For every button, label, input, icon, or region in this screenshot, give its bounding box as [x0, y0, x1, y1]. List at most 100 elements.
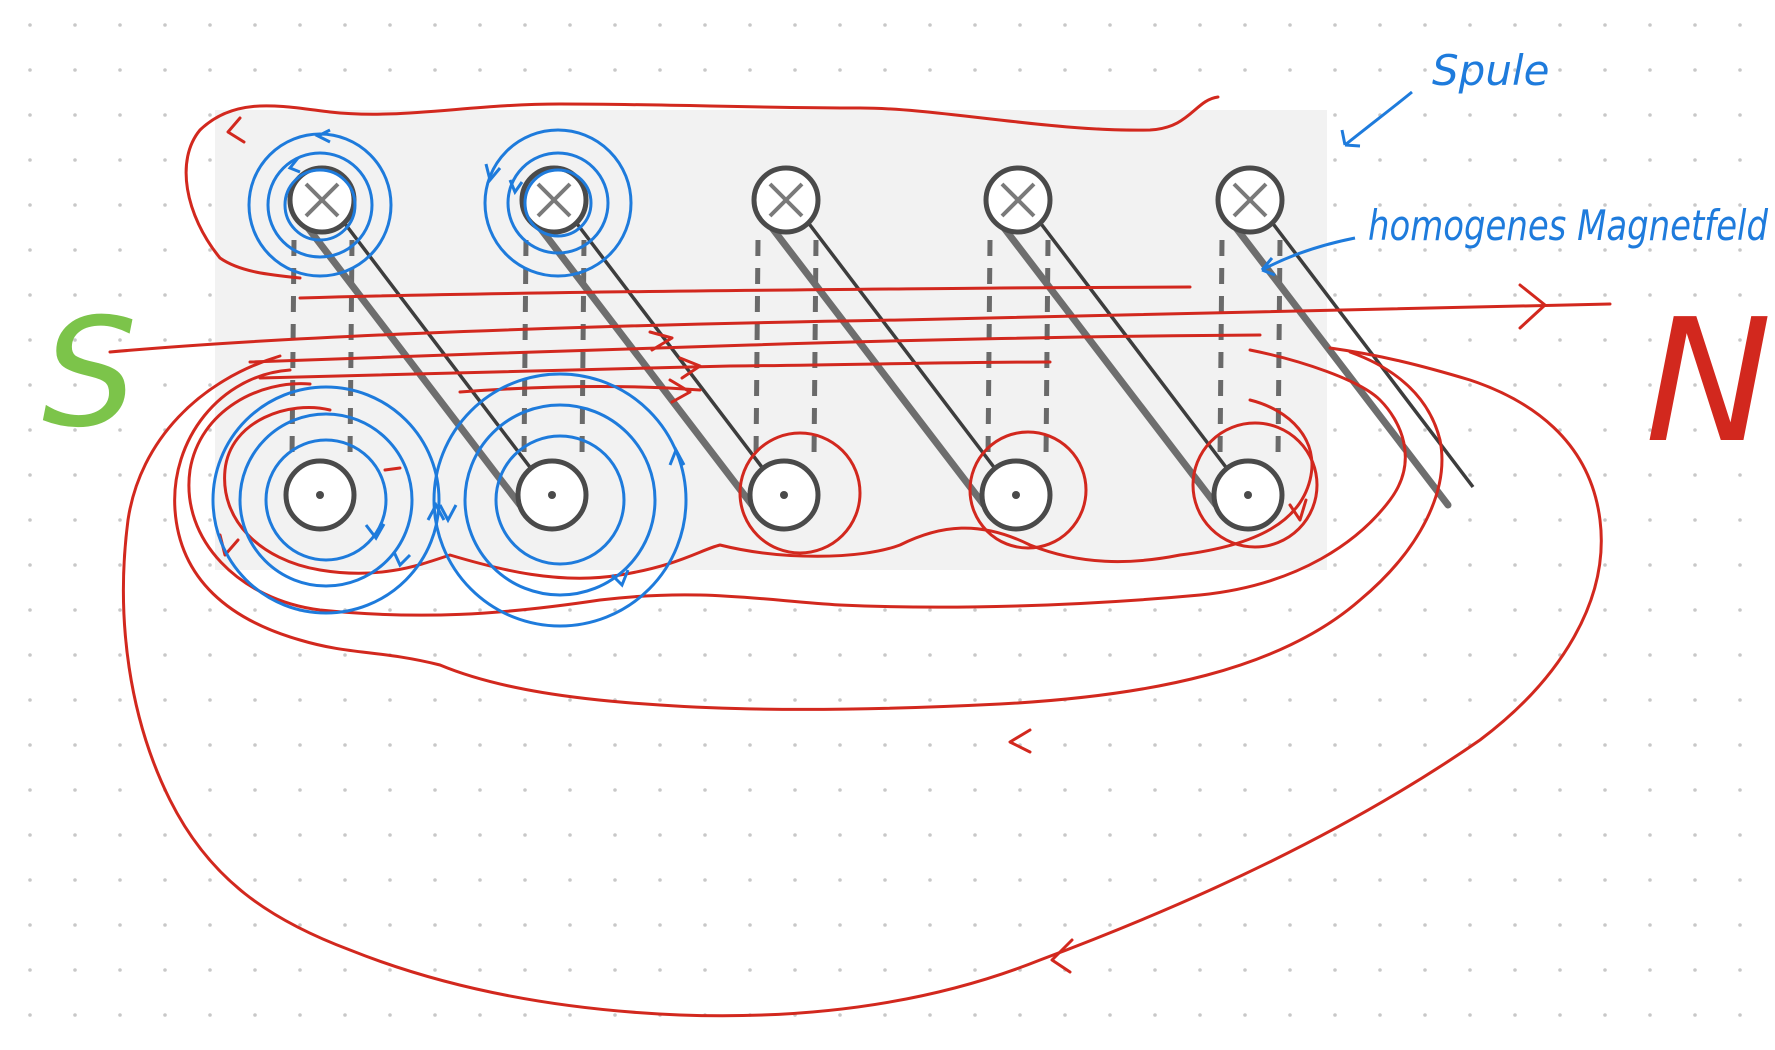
- grid-dot: [1423, 923, 1427, 927]
- grid-dot: [1738, 833, 1742, 837]
- grid-dot: [28, 113, 32, 117]
- grid-dot: [1378, 338, 1382, 342]
- grid-dot: [1693, 473, 1697, 477]
- grid-dot: [1198, 878, 1202, 882]
- coil-hidden-edge-right: [1275, 239, 1283, 458]
- grid-dot: [1243, 968, 1247, 972]
- grid-dot: [1108, 923, 1112, 927]
- grid-dot: [1378, 653, 1382, 657]
- field-line-loop-arrow-2: [1288, 498, 1308, 522]
- grid-dot: [1108, 878, 1112, 882]
- grid-dot: [298, 68, 302, 72]
- grid-dot: [28, 293, 32, 297]
- grid-dot: [1513, 23, 1517, 27]
- grid-dot: [1468, 23, 1472, 27]
- grid-dot: [73, 158, 77, 162]
- grid-dot: [793, 923, 797, 927]
- grid-dot: [1558, 473, 1562, 477]
- grid-dot: [1468, 518, 1472, 522]
- grid-dot: [1153, 23, 1157, 27]
- grid-dot: [208, 293, 212, 297]
- grid-dot: [1738, 878, 1742, 882]
- blue-circle-top-1-mid: [266, 151, 374, 259]
- grid-dot: [838, 68, 842, 72]
- grid-dot: [208, 473, 212, 477]
- field-line-axis-arrow: [1518, 283, 1547, 330]
- grid-dot: [703, 743, 707, 747]
- grid-dot: [1333, 293, 1337, 297]
- grid-dot: [838, 698, 842, 702]
- grid-dot: [1063, 653, 1067, 657]
- grid-dot: [1378, 203, 1382, 207]
- blue-arrow-bottom-2: [438, 504, 458, 524]
- grid-dot: [568, 653, 572, 657]
- blue-circle-bottom-2-inner: [494, 434, 626, 566]
- grid-dot: [1513, 1013, 1517, 1017]
- grid-dot: [658, 743, 662, 747]
- grid-dot: [1378, 293, 1382, 297]
- blue-circle-top-2-outer: [483, 128, 633, 278]
- grid-dot: [433, 698, 437, 702]
- grid-dot: [478, 698, 482, 702]
- grid-dot: [73, 608, 77, 612]
- grid-dot: [163, 293, 167, 297]
- grid-dot: [1378, 563, 1382, 567]
- red-circle-bottom-4: [968, 430, 1088, 550]
- grid-dot: [748, 23, 752, 27]
- grid-dot: [883, 653, 887, 657]
- grid-dot: [433, 1013, 437, 1017]
- grid-dot: [973, 23, 977, 27]
- grid-dot: [163, 698, 167, 702]
- grid-dot: [1558, 1013, 1562, 1017]
- grid-dot: [1738, 248, 1742, 252]
- grid-dot: [343, 653, 347, 657]
- grid-dot: [523, 878, 527, 882]
- grid-dot: [388, 23, 392, 27]
- grid-dot: [1108, 1013, 1112, 1017]
- grid-dot: [1423, 563, 1427, 567]
- grid-dot: [1513, 968, 1517, 972]
- grid-dot: [208, 923, 212, 927]
- grid-dot: [1153, 788, 1157, 792]
- grid-dot: [1558, 383, 1562, 387]
- grid-dot: [1648, 473, 1652, 477]
- grid-dot: [1198, 833, 1202, 837]
- grid-dot: [343, 968, 347, 972]
- grid-dot: [28, 383, 32, 387]
- grid-dot: [1513, 653, 1517, 657]
- grid-dot: [478, 743, 482, 747]
- grid-dot: [1513, 338, 1517, 342]
- grid-dot: [1198, 743, 1202, 747]
- grid-dot: [1153, 833, 1157, 837]
- grid-dot: [1243, 833, 1247, 837]
- grid-dot: [28, 833, 32, 837]
- grid-dot: [1468, 203, 1472, 207]
- grid-dot: [28, 968, 32, 972]
- grid-dot: [568, 923, 572, 927]
- grid-dot: [1513, 743, 1517, 747]
- blue-arrow-bottom-1: [364, 523, 386, 541]
- grid-dot: [1648, 203, 1652, 207]
- grid-dot: [883, 878, 887, 882]
- field-line-outer-top: [184, 95, 1220, 280]
- grid-dot: [1693, 878, 1697, 882]
- grid-dot: [928, 878, 932, 882]
- grid-dot: [208, 743, 212, 747]
- grid-dot: [28, 518, 32, 522]
- grid-dot: [838, 608, 842, 612]
- grid-dot: [838, 1013, 842, 1017]
- dot-icon: [780, 491, 788, 499]
- coil-wire-segment: [530, 216, 756, 509]
- grid-dot: [1153, 68, 1157, 72]
- grid-dot: [523, 743, 527, 747]
- grid-dot: [118, 878, 122, 882]
- grid-dot: [1603, 428, 1607, 432]
- field-line-mid-1: [248, 333, 1262, 364]
- grid-dot: [118, 203, 122, 207]
- grid-dot: [1648, 68, 1652, 72]
- blue-arrow-bottom-1-b: [392, 551, 412, 568]
- grid-dot: [568, 968, 572, 972]
- grid-dot: [1423, 878, 1427, 882]
- grid-dot: [928, 608, 932, 612]
- grid-dot: [1693, 293, 1697, 297]
